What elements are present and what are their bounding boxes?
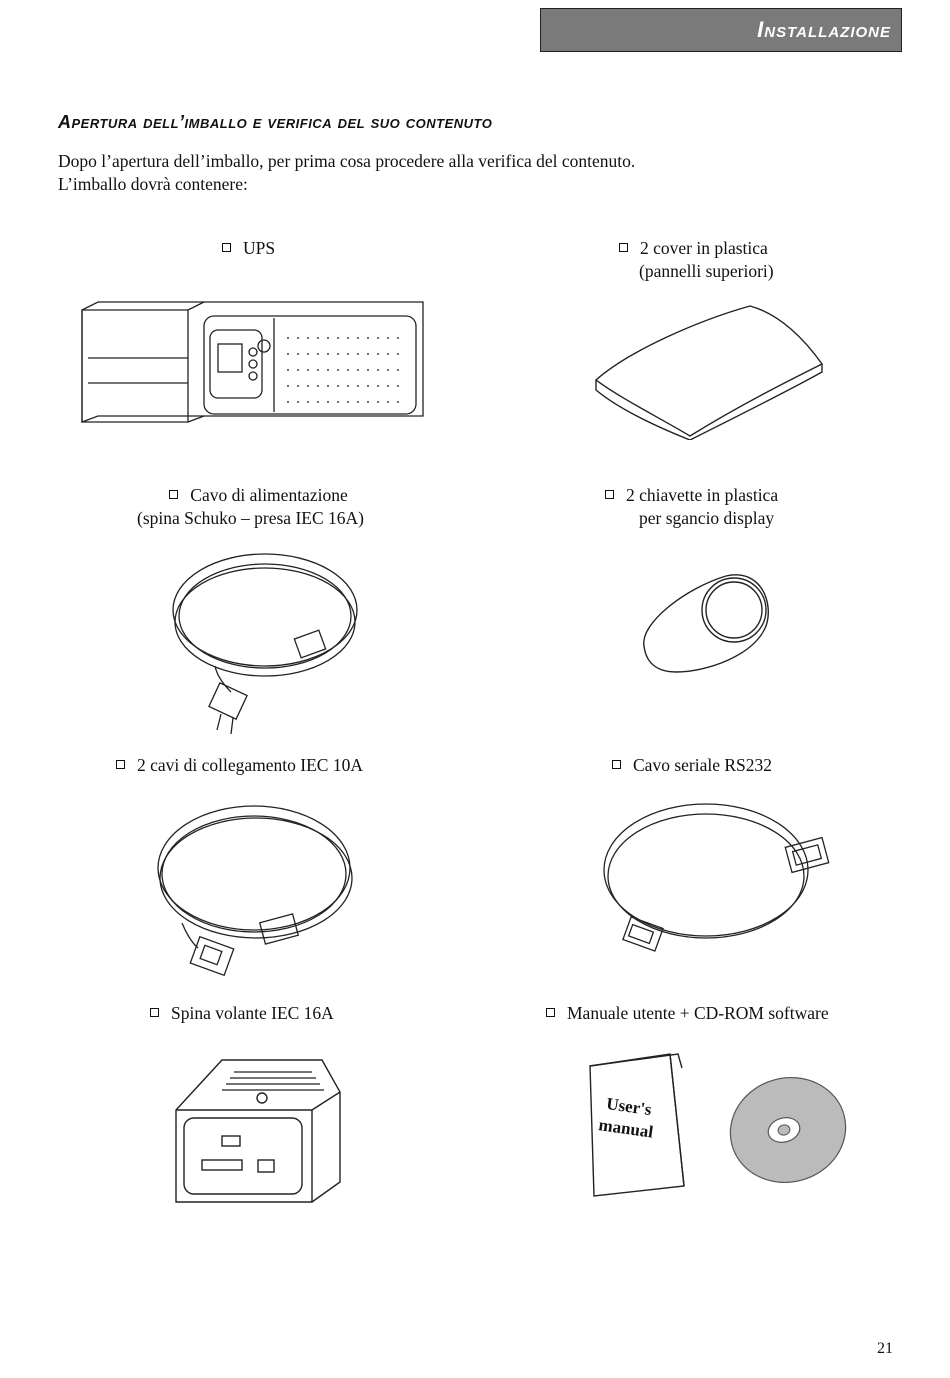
power-cable-icon [172,553,358,735]
chapter-header-tab: Installazione [540,8,902,52]
intro-line-1: Dopo l’apertura dell’imballo, per prima … [58,151,636,171]
plastic-cover-icon [594,305,824,440]
item-iec-plug-label: Spina volante IEC 16A [150,1002,334,1025]
checkbox-icon [612,760,621,769]
chapter-title: Installazione [757,17,891,42]
item-cover-label: 2 cover in plastica (pannelli superiori) [619,237,774,283]
manual-cd-icon [589,1053,847,1197]
item-ups-label: UPS [222,237,275,260]
item-serial-cable-label: Cavo seriale RS232 [612,754,772,777]
item-key-label: 2 chiavette in plastica per sgancio disp… [605,484,778,530]
plastic-key-icon [643,574,769,673]
checkbox-icon [222,243,231,252]
checkbox-icon [150,1008,159,1017]
iec-plug-icon [175,1059,341,1203]
page-number: 21 [877,1340,893,1357]
checkbox-icon [605,490,614,499]
item-manual-cd-label: Manuale utente + CD-ROM software [546,1002,829,1025]
checkbox-icon [619,243,628,252]
iec-cable-icon [157,805,353,977]
item-iec-cables-label: 2 cavi di collegamento IEC 10A [116,754,363,777]
serial-cable-icon [603,803,830,952]
section-title: Apertura dell’imballo e verifica del suo… [58,112,493,132]
manual-cover-text: User's manual [597,1092,657,1143]
intro-text: Dopo l’apertura dell’imballo, per prima … [58,150,635,196]
intro-line-2: L’imballo dovrà contenere: [58,174,248,194]
checkbox-icon [169,490,179,499]
checkbox-icon [546,1008,555,1017]
checkbox-icon [116,760,125,769]
ups-unit-icon [81,301,424,423]
item-power-cable-label: Cavo di alimentazione (spina Schuko – pr… [137,485,364,528]
